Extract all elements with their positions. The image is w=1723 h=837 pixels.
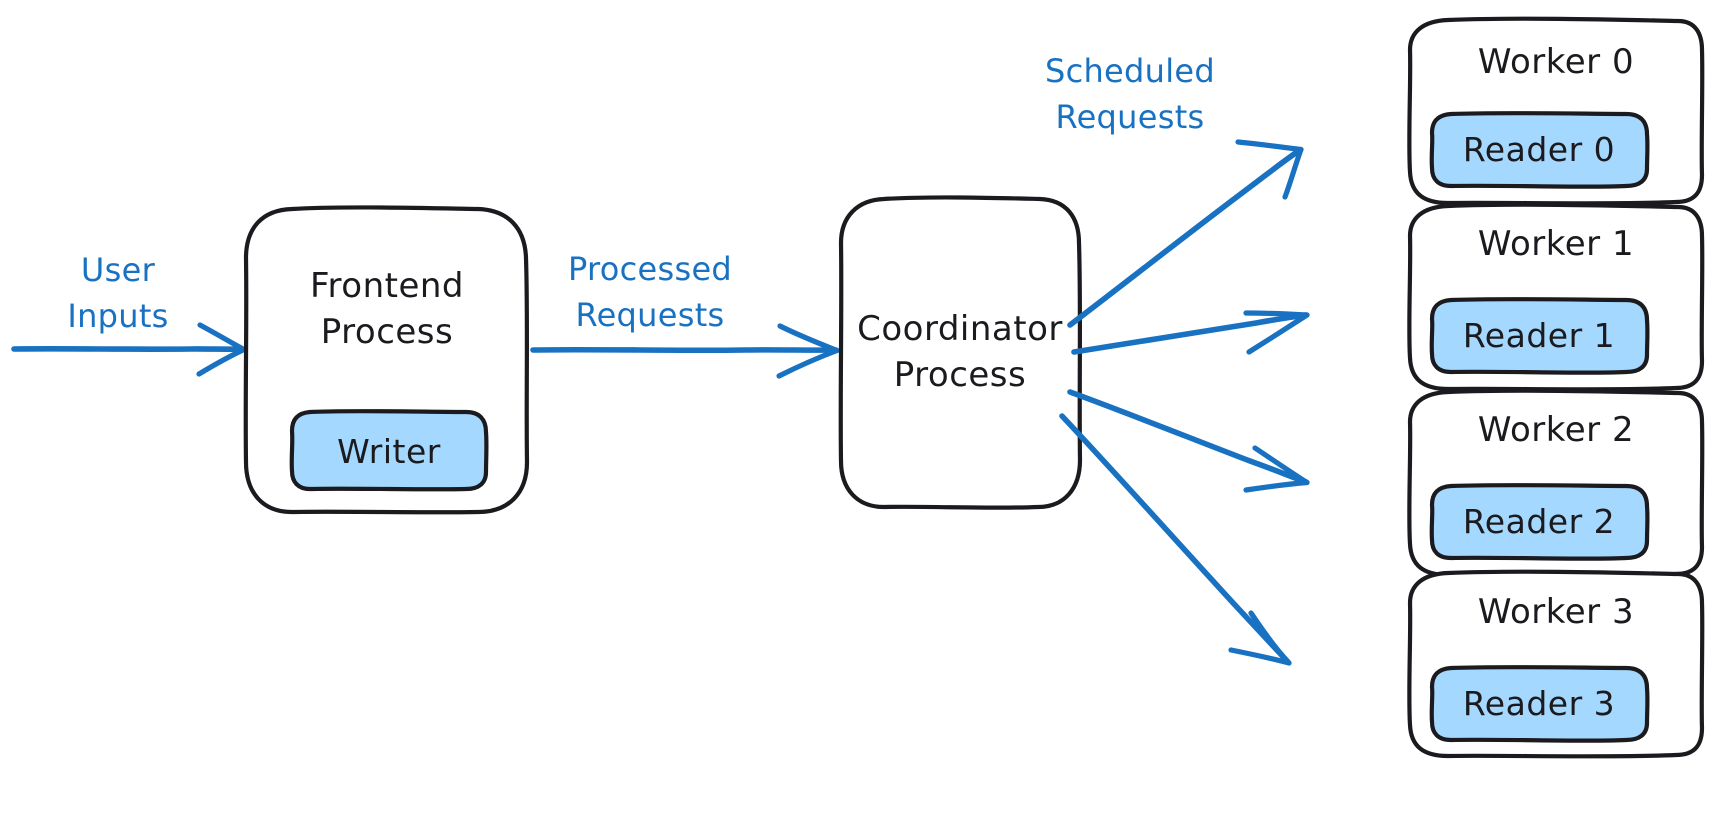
user-inputs-arrowhead-upper xyxy=(197,322,247,353)
arrow-2-arrowhead-a xyxy=(1252,445,1310,486)
node-worker-2[interactable]: Worker 2 Reader 2 xyxy=(1407,388,1705,578)
arrow-3-line xyxy=(1059,413,1291,665)
node-reader-1[interactable]: Reader 1 xyxy=(1429,297,1650,375)
reader-3-box xyxy=(1429,665,1650,743)
frontend-process-title-line2: Process xyxy=(321,312,453,352)
reader-3-label: Reader 3 xyxy=(1463,684,1615,723)
processed-requests-label-line2: Requests xyxy=(575,296,724,334)
arrow-2-line xyxy=(1067,389,1309,485)
coordinator-process-title-line1: Coordinator xyxy=(857,309,1063,349)
edge-coordinator-to-worker-0 xyxy=(1067,139,1304,328)
processed-requests-arrowhead-lower xyxy=(776,347,840,379)
scheduled-requests-label-line1: Scheduled xyxy=(1045,52,1215,90)
scheduled-requests-label-line2: Requests xyxy=(1055,98,1204,136)
frontend-process-title-line1: Frontend xyxy=(310,266,464,306)
worker-1-title: Worker 1 xyxy=(1478,224,1634,264)
edge-coordinator-to-worker-2 xyxy=(1067,389,1310,493)
node-worker-0[interactable]: Worker 0 Reader 0 xyxy=(1407,16,1705,206)
user-inputs-label-line1: User xyxy=(81,251,156,289)
reader-2-label: Reader 2 xyxy=(1463,502,1615,541)
reader-1-box xyxy=(1429,297,1650,375)
node-reader-0[interactable]: Reader 0 xyxy=(1429,111,1650,189)
node-worker-3[interactable]: Worker 3 Reader 3 xyxy=(1407,569,1705,759)
coordinator-process-title-line2: Process xyxy=(894,355,1026,395)
worker-3-title: Worker 3 xyxy=(1478,592,1634,632)
edge-scheduled-requests-label: Scheduled Requests xyxy=(1045,52,1215,136)
processed-requests-arrow-line xyxy=(530,346,839,354)
reader-0-label: Reader 0 xyxy=(1463,130,1615,169)
arrow-0-arrowhead-a xyxy=(1235,139,1304,153)
writer-label: Writer xyxy=(337,432,441,471)
arrow-1-arrowhead-a xyxy=(1243,310,1310,318)
arrow-3-arrowhead-b xyxy=(1228,647,1292,666)
user-inputs-arrowhead-lower xyxy=(196,346,247,377)
node-frontend-process[interactable]: Frontend Process Writer xyxy=(243,205,530,515)
edge-coordinator-to-worker-1 xyxy=(1071,310,1310,355)
arrow-0-line xyxy=(1067,147,1303,328)
arrow-2-arrowhead-b xyxy=(1243,479,1310,493)
reader-0-box xyxy=(1429,111,1650,189)
node-coordinator-process[interactable]: Coordinator Process xyxy=(838,195,1083,510)
arrow-1-line xyxy=(1071,312,1309,355)
writer-box xyxy=(289,409,489,492)
coordinator-process-box xyxy=(838,195,1083,510)
edge-user-inputs: User Inputs xyxy=(11,251,247,377)
worker-2-title: Worker 2 xyxy=(1478,410,1634,450)
user-inputs-label-line2: Inputs xyxy=(67,297,168,335)
node-writer[interactable]: Writer xyxy=(289,409,489,492)
edge-coordinator-to-worker-3 xyxy=(1059,413,1292,666)
reader-2-box xyxy=(1429,483,1650,561)
reader-1-label: Reader 1 xyxy=(1463,316,1615,355)
processed-requests-label-line1: Processed xyxy=(568,250,732,288)
worker-0-title: Worker 0 xyxy=(1478,42,1634,82)
arrow-0-arrowhead-b xyxy=(1282,146,1304,200)
node-worker-1[interactable]: Worker 1 Reader 1 xyxy=(1407,202,1705,392)
arrow-1-arrowhead-b xyxy=(1246,312,1310,355)
node-reader-2[interactable]: Reader 2 xyxy=(1429,483,1650,561)
edge-processed-requests: Processed Requests xyxy=(530,250,840,379)
node-reader-3[interactable]: Reader 3 xyxy=(1429,665,1650,743)
processed-requests-arrowhead-upper xyxy=(777,323,840,354)
